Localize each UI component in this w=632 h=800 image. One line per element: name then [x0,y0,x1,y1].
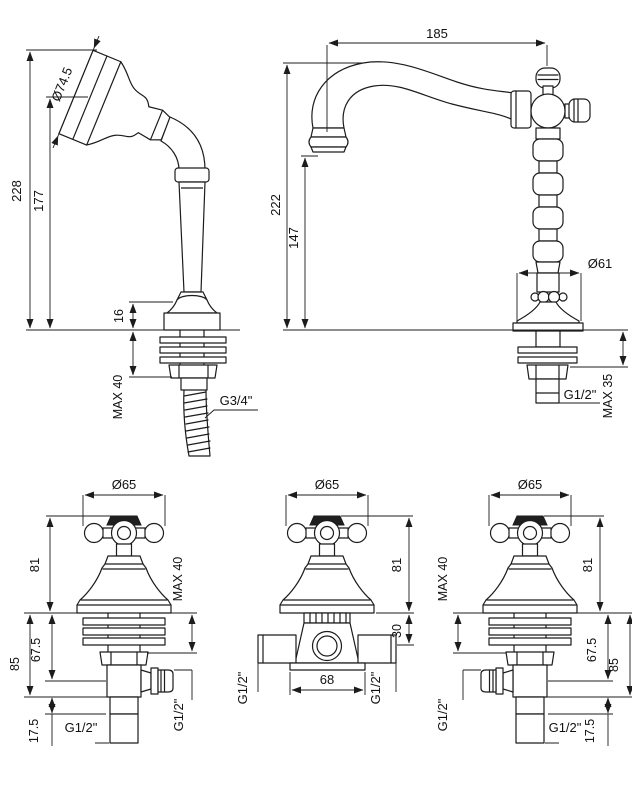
dim-81-label: 81 [580,558,595,572]
flex-hose [183,389,211,457]
thread-right-label: G1/2" [368,671,383,704]
hose-adapter [180,377,208,391]
dim-675-label: 67.5 [585,638,599,662]
dim-175-label: 17.5 [583,719,597,743]
base-dome [166,294,218,314]
extension-lines [257,495,414,695]
thread-g34-label: G3/4" [220,393,253,408]
mount-nut [168,364,218,379]
washer [159,336,227,344]
right-valve-handle [482,515,578,614]
dim-65-label: Ø65 [518,477,543,492]
dim-max40-label: MAX 40 [436,557,450,602]
dim-147-label: 147 [286,227,301,249]
dim-68-label: 68 [320,672,334,687]
thread-bottom-label: G1/2" [65,720,98,735]
dim-675-label: 67.5 [29,638,43,662]
washer [159,346,227,354]
dim-185-label: 185 [426,26,448,41]
thread-g12-label: G1/2" [564,387,597,402]
dim-65-label: Ø65 [112,477,137,492]
dim-85-label: 85 [8,657,22,671]
spout-outlet [308,127,349,153]
thread-side-label: G1/2" [171,698,186,731]
dim-head-diameter-label: Ø74.5 [48,65,75,103]
handle-collar [174,167,210,183]
left-valve-figure: Ø65 81 MAX 40 67.5 85 17.5 G1/2" G1/2" [8,477,197,746]
diverter-figure: Ø65 81 30 68 G1/2" G1/2" [235,477,414,704]
shower-handle [178,181,206,293]
shower-head [58,49,171,146]
extension-lines [26,49,240,378]
dim-61-label: Ø61 [588,256,613,271]
dim-177-label: 177 [31,190,46,212]
dim-65-label: Ø65 [315,477,340,492]
extension-lines [24,495,197,744]
diverter-body [257,612,397,671]
diverter-handle [279,515,375,614]
spout-mounting [517,330,578,404]
hand-shower-figure: 228 177 Ø74.5 16 MAX 40 G3/4" [9,35,258,457]
dim-16-label: 16 [112,309,126,323]
dim-85-label: 85 [607,658,621,672]
thread-leader [204,409,258,419]
left-valve-handle [76,515,172,614]
dim-30-label: 30 [390,624,404,638]
extension-lines [283,45,628,404]
top-screw [535,67,561,89]
washer [159,356,227,364]
column-base [516,301,580,324]
base-plate [163,312,221,331]
thread-side-label: G1/2" [435,698,450,731]
spout-figure: 185 222 147 Ø61 G1/2" MAX 35 [268,26,628,418]
thread-left-label: G1/2" [235,671,250,704]
dim-222-label: 222 [268,194,283,216]
dim-175-label: 17.5 [27,719,41,743]
thread-bottom-label: G1/2" [549,720,582,735]
dim-max40-label: MAX 40 [171,557,185,602]
dim-max40-label: MAX 40 [111,375,125,420]
spout-tube [311,61,514,129]
dim-81-label: 81 [389,558,404,572]
extension-lines [453,495,632,744]
right-valve-figure: Ø65 MAX 40 81 67.5 85 17.5 G1/2" G1/2" [435,477,632,746]
dim-81-label: 81 [27,558,42,572]
dim-max35-label: MAX 35 [601,374,615,419]
dim-228-label: 228 [9,180,24,202]
spout-column [510,67,591,332]
